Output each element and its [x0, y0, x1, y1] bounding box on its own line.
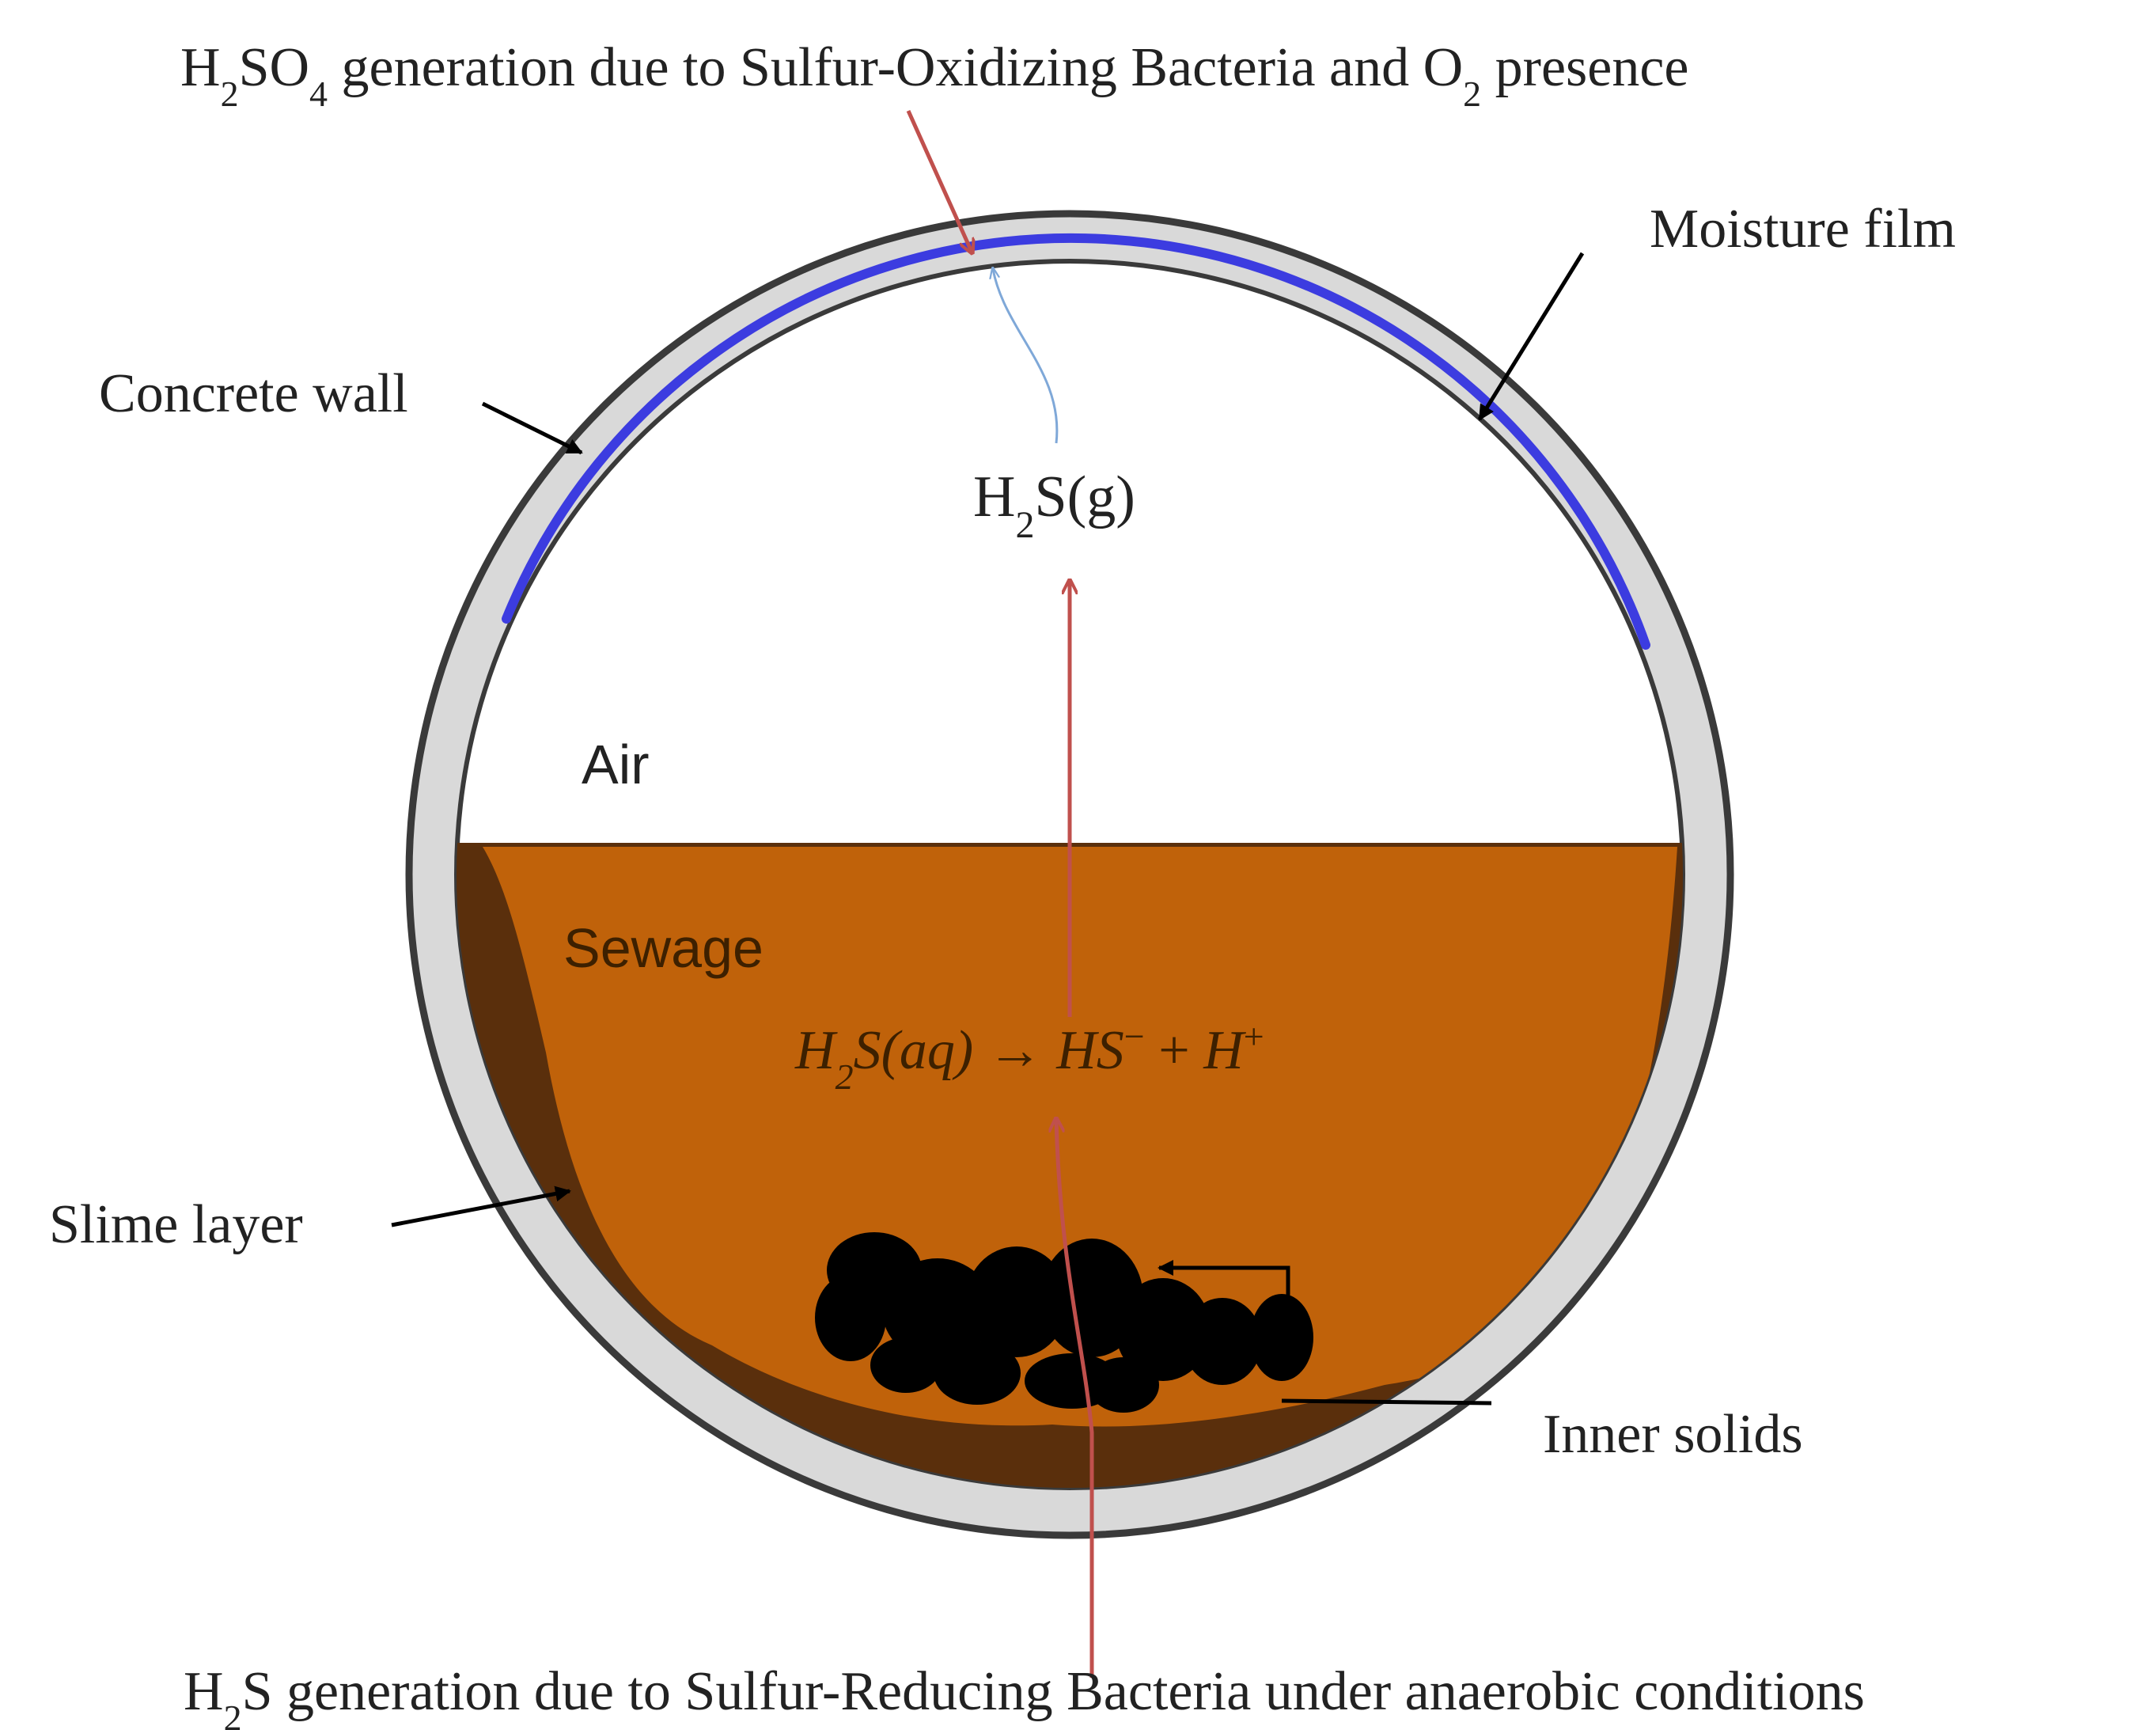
equation-label: H2S(aq) → HS− + H+: [794, 1016, 1264, 1097]
slime-layer-pointer: [391, 1186, 571, 1227]
sewage-fill: [483, 847, 1677, 1427]
moisture-film-pointer: [1477, 252, 1585, 421]
inner-solids-label: Inner solids: [1543, 1404, 1803, 1465]
concrete-wall-label: Concrete wall: [99, 363, 408, 424]
slime-layer-label: Slime layer: [49, 1194, 303, 1255]
inner-solids-pointer: [1281, 1398, 1492, 1406]
inner-solids: [815, 1232, 1313, 1413]
h2so4-pointer-arrow: [906, 109, 972, 252]
concrete-wall-pointer: [481, 401, 583, 455]
top-caption: H2SO4 generation due to Sulfur-Oxidizing…: [180, 37, 1689, 114]
h2s-gas-label: H2S(g): [973, 465, 1135, 546]
h2s-oxidation-arrow: [993, 269, 1059, 444]
sewage-label: Sewage: [563, 917, 764, 979]
moisture-film: [502, 233, 1650, 650]
inner-solids-loop-arrow: [1158, 1260, 1290, 1302]
h2s-generation-arrow: [1056, 1120, 1094, 1678]
moisture-film-label: Moisture film: [1650, 199, 1956, 260]
air-label: Air: [582, 734, 650, 795]
bottom-caption: H2S generation due to Sulfur-Reducing Ba…: [184, 1661, 1865, 1730]
